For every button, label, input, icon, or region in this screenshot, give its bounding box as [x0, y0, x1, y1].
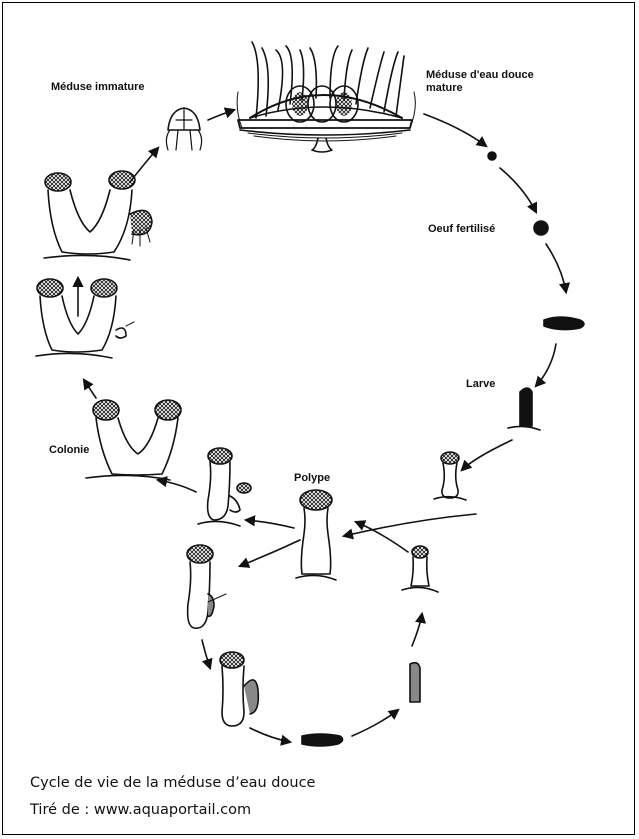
colony-illustration: [86, 400, 181, 480]
central-polyp-illustration: [296, 490, 336, 580]
label-colony: Colonie: [49, 444, 89, 457]
label-fertilized-egg: Oeuf fertilisé: [428, 223, 495, 236]
label-polyp: Polype: [294, 472, 330, 485]
young-polyp-illustration: [434, 452, 466, 500]
caption-title: Cycle de vie de la méduse d’eau douce: [30, 775, 315, 791]
colony-with-medusa-bud-illustration: [44, 171, 152, 260]
new-polyp-illustration: [402, 546, 438, 592]
mature-medusa-illustration: [237, 42, 415, 152]
colony-budding-medusa-illustration: [36, 279, 134, 358]
label-mature-medusa-line1: Méduse d'eau douce: [426, 69, 534, 82]
budding-colony-polyp-illustration: [198, 448, 251, 526]
immature-medusa-illustration: [166, 108, 201, 150]
label-larva: Larve: [466, 378, 495, 391]
caption-source: Tiré de : www.aquaportail.com: [30, 802, 251, 818]
budding-polyp-2-illustration: [220, 652, 258, 726]
label-immature-medusa: Méduse immature: [51, 81, 145, 94]
budding-polyp-1-illustration: [187, 545, 226, 628]
label-mature-medusa-line2: mature: [426, 82, 463, 95]
